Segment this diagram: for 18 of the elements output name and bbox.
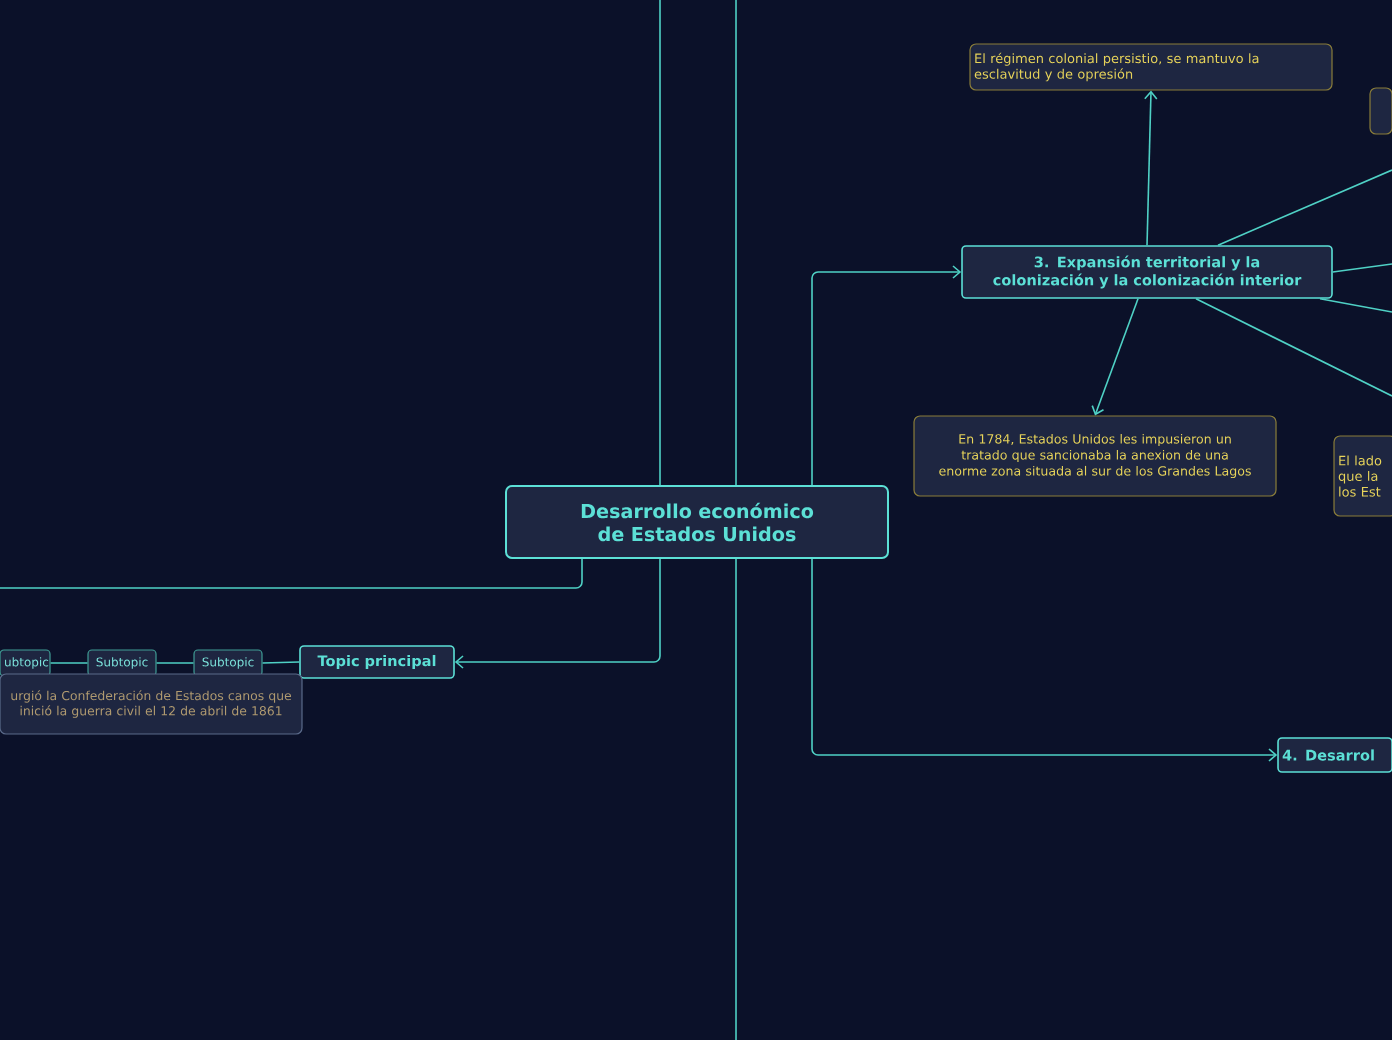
connector-line	[261, 661, 300, 664]
arrow	[811, 265, 962, 486]
arrow	[1144, 90, 1158, 246]
connector-line	[1319, 298, 1392, 313]
note-box	[1369, 87, 1392, 135]
connector-line	[1332, 263, 1392, 273]
connector-line	[735, 0, 737, 486]
arrow	[811, 558, 1278, 762]
connector-line	[49, 662, 89, 664]
arrow	[1091, 298, 1139, 416]
connector-line	[659, 0, 661, 486]
central-topic-box: Desarrollo económico de Estados Unidos	[505, 485, 889, 559]
connector-line	[735, 558, 737, 1040]
connector-line	[1217, 169, 1392, 246]
connector-line	[0, 558, 583, 589]
arrow	[454, 558, 661, 669]
connector-line	[1195, 298, 1392, 397]
connector-line	[155, 662, 195, 664]
